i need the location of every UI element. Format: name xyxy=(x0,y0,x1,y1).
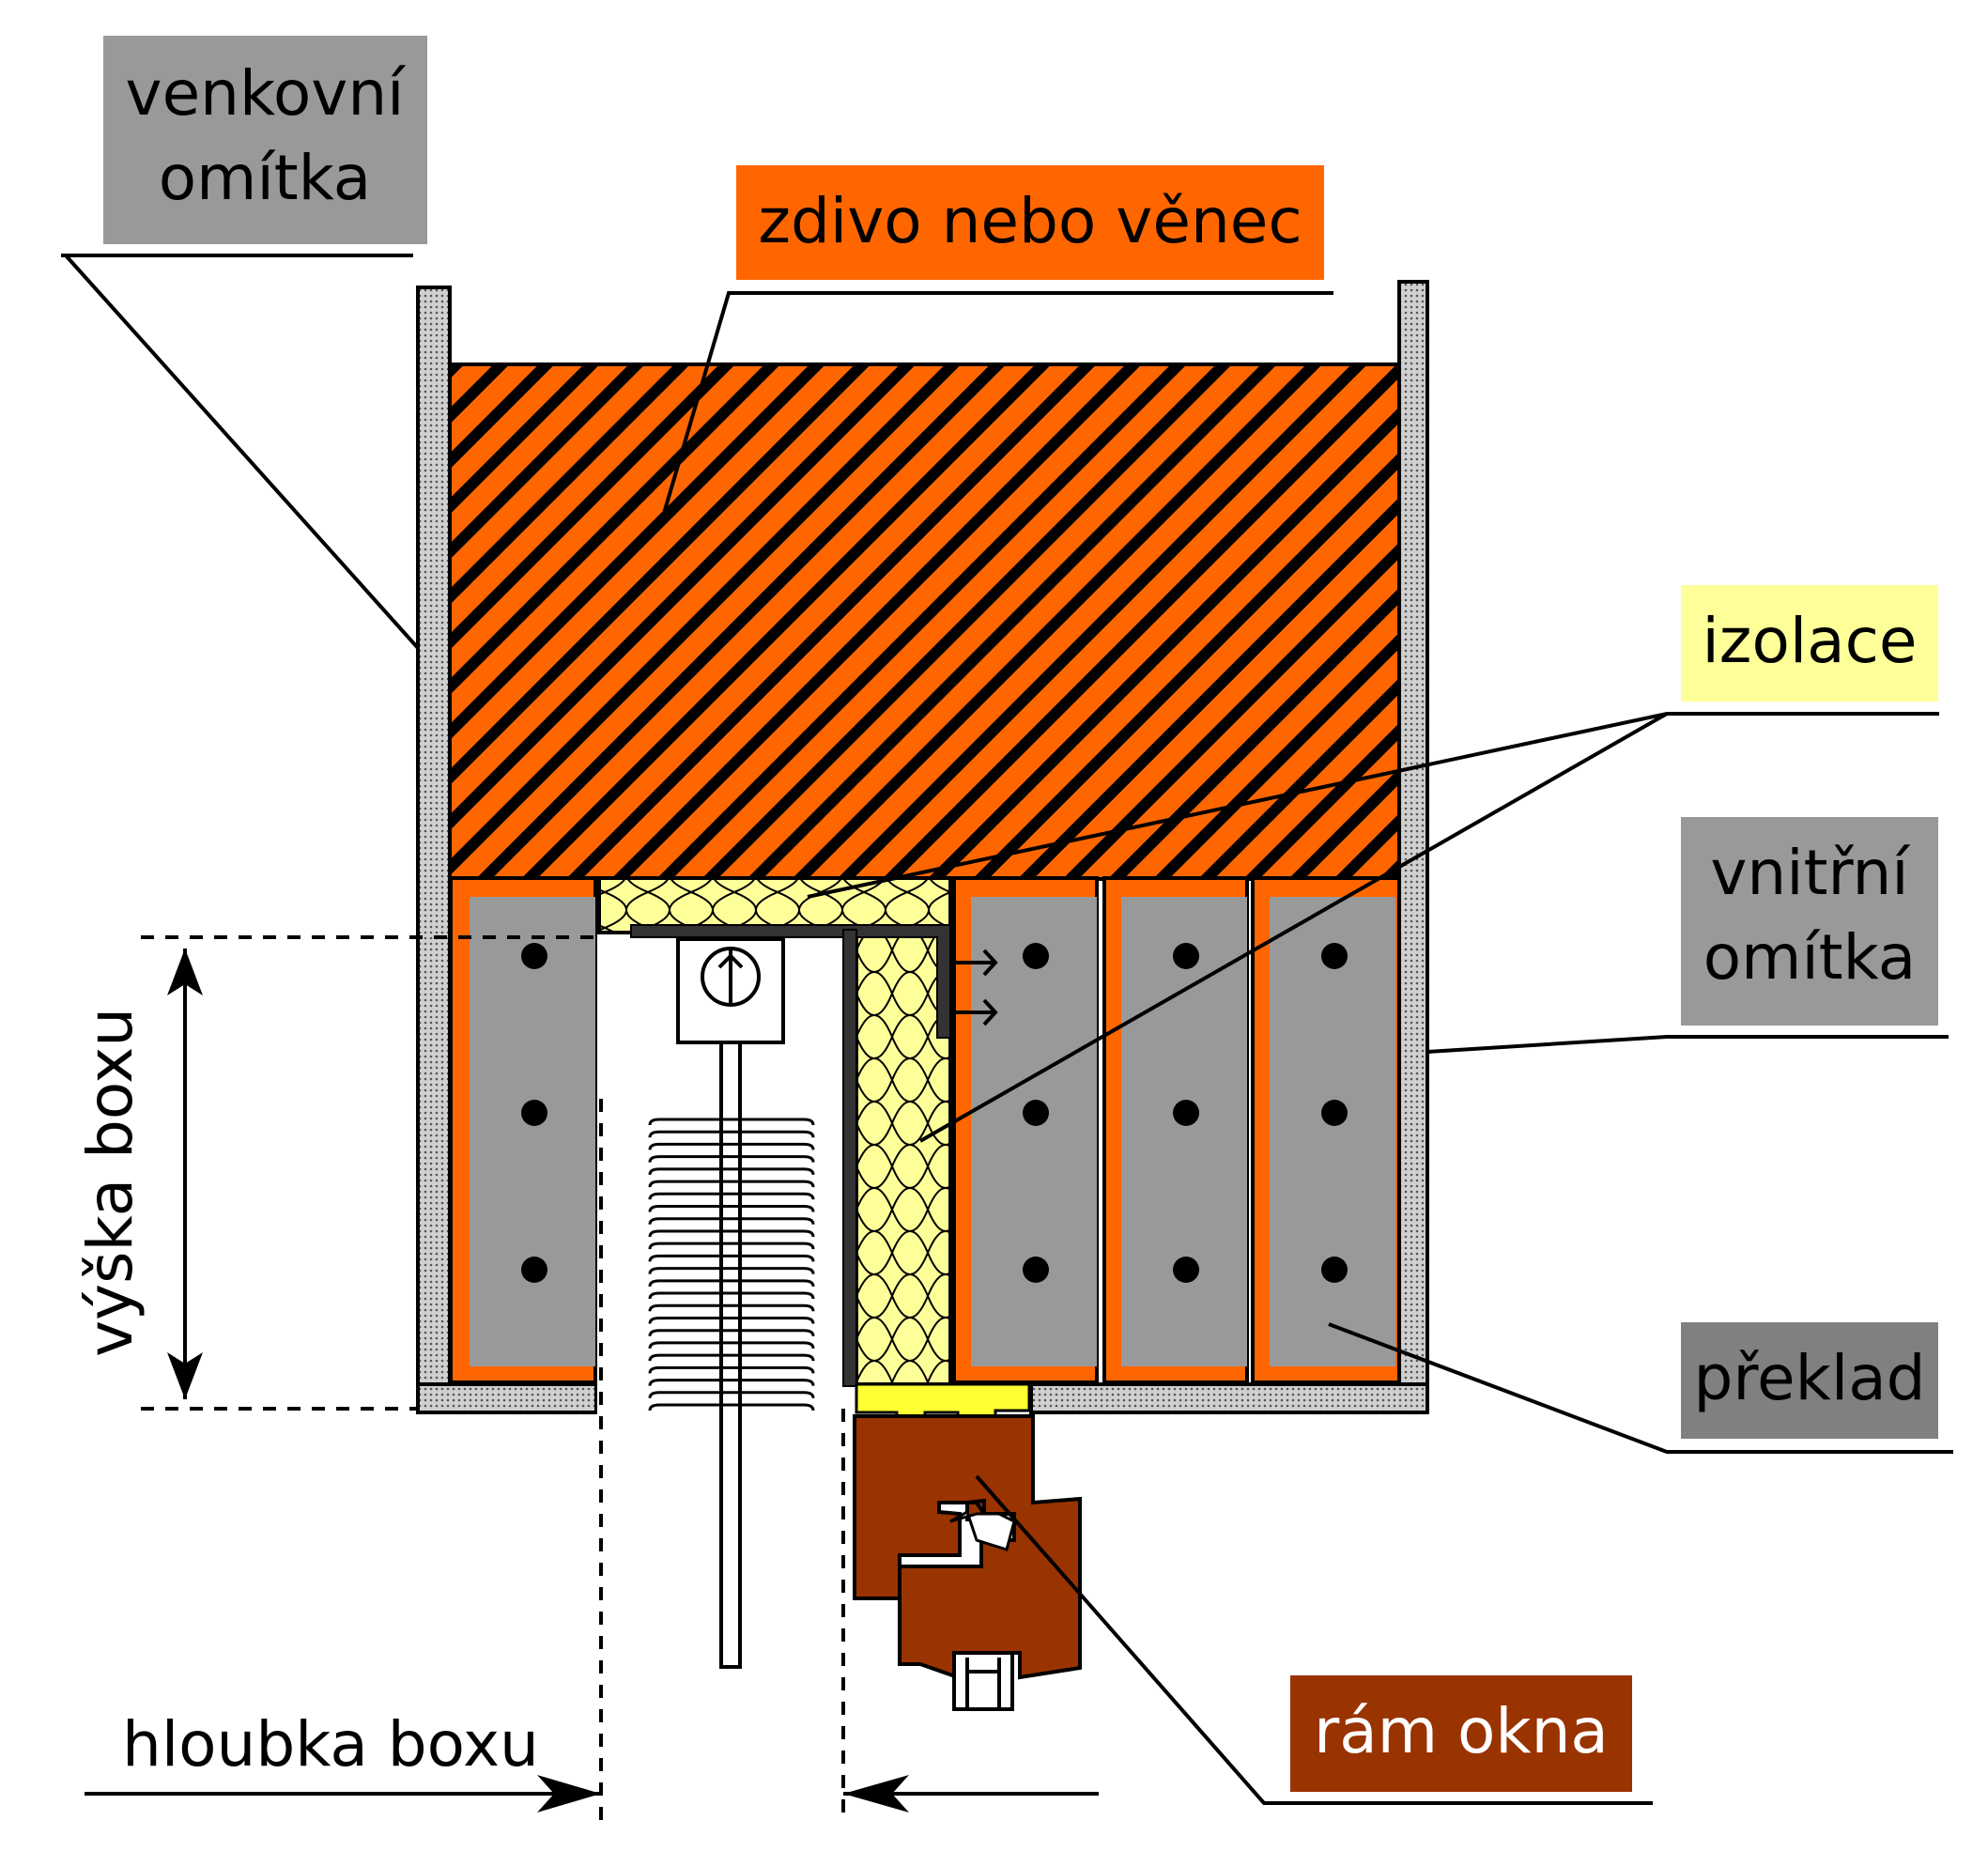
interior-plaster-strip xyxy=(1397,280,1429,1388)
masonry-label: zdivo nebo věnec xyxy=(758,185,1302,257)
masonry-label-bg xyxy=(736,165,1324,280)
masonry-leader xyxy=(661,291,1333,517)
exterior-plaster-strip xyxy=(416,285,452,1388)
shutter-slat xyxy=(648,1341,815,1350)
box-height-label: výška boxu xyxy=(74,1008,146,1357)
shutter-slat xyxy=(648,1192,815,1200)
lintel-label: překlad xyxy=(1693,1342,1925,1414)
masonry-block xyxy=(447,362,1401,881)
shutter-slat xyxy=(648,1303,815,1312)
box-height-arrow xyxy=(167,949,203,1399)
interior-plaster-bottom xyxy=(1029,1382,1429,1414)
shutter-slat xyxy=(648,1155,815,1163)
exterior-plaster-label-line1: venkovní xyxy=(126,57,408,130)
box-depth-label: hloubka boxu xyxy=(122,1708,539,1781)
exterior-plaster-bottom xyxy=(416,1382,598,1414)
shutter-slat xyxy=(648,1391,815,1398)
shutter-slat xyxy=(648,1316,815,1324)
insulation-label: izolace xyxy=(1702,605,1917,677)
lintel-block-3 xyxy=(1251,876,1401,1384)
shutter-slat xyxy=(648,1142,815,1150)
foam-seal xyxy=(855,1382,1031,1424)
interior-plaster-leader xyxy=(1426,1035,1949,1054)
shutter-slat xyxy=(648,1118,815,1126)
exterior-plaster-label-bg xyxy=(103,36,427,244)
window-frame xyxy=(853,1414,1082,1680)
shutter-slat xyxy=(648,1167,815,1176)
shutter-slat xyxy=(648,1279,815,1287)
lintel-leader xyxy=(1328,1322,1953,1454)
interior-plaster-label-line1: vnitřní xyxy=(1710,837,1911,909)
shutter-slat xyxy=(648,1254,815,1262)
window-frame-label-bg xyxy=(1290,1675,1632,1792)
guide-profile xyxy=(630,924,951,1039)
shutter-slat xyxy=(648,1217,815,1225)
insulation-label-bg xyxy=(1681,585,1938,702)
shutter-slat xyxy=(648,1379,815,1386)
interior-plaster-label-bg xyxy=(1681,817,1938,1026)
shutter-slat xyxy=(648,1180,815,1188)
shutter-slat xyxy=(648,1329,815,1336)
shutter-slat xyxy=(648,1242,815,1250)
lintel-block-left xyxy=(449,876,597,1384)
lintel-block-2 xyxy=(1102,876,1249,1384)
lintel-label-bg xyxy=(1681,1322,1938,1439)
window-frame-label: rám okna xyxy=(1314,1695,1609,1767)
shutter-slat xyxy=(648,1403,815,1411)
box-depth-arrows xyxy=(85,1775,1099,1812)
window-frame-leader xyxy=(975,1474,1653,1805)
insulation-leader xyxy=(807,712,1939,1143)
exterior-plaster-label-line2: omítka xyxy=(159,142,371,214)
shutter-slat xyxy=(648,1229,815,1238)
interior-plaster-label-line2: omítka xyxy=(1703,921,1916,994)
shutter-slat xyxy=(648,1353,815,1362)
rolled-shutter-slats xyxy=(648,1118,815,1411)
shutter-slat xyxy=(648,1291,815,1300)
exterior-plaster-leader xyxy=(61,254,420,650)
shutter-slat xyxy=(648,1365,815,1374)
shutter-slat xyxy=(648,1130,815,1138)
lintel-block-1 xyxy=(952,876,1099,1384)
shutter-slat xyxy=(648,1267,815,1274)
shutter-slat xyxy=(648,1205,815,1212)
